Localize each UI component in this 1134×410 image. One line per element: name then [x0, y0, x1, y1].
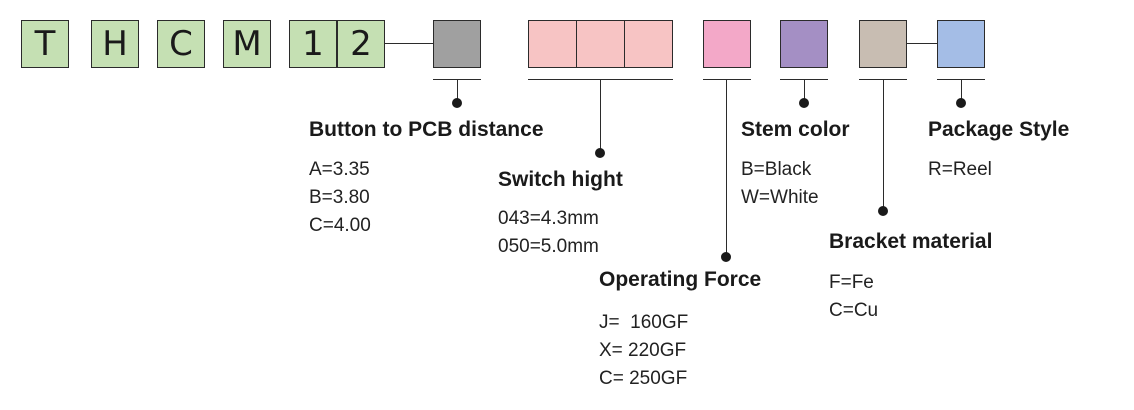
- distance-title: Button to PCB distance: [309, 118, 544, 141]
- distance-code-box: [433, 20, 481, 68]
- operating-force-title: Operating Force: [599, 268, 762, 291]
- stem-color-title: Stem color: [741, 118, 850, 141]
- switch-height-option: 050=5.0mm: [498, 236, 599, 257]
- bracket-leader: [883, 80, 885, 211]
- operating-force-code-box: [703, 20, 751, 68]
- bracket-option: F=Fe: [829, 272, 874, 293]
- distance-option: B=3.80: [309, 187, 370, 208]
- stem-color-option: B=Black: [741, 159, 812, 180]
- package-dot: [956, 98, 966, 108]
- prefix-letter: T: [34, 24, 56, 64]
- package-underline: [937, 79, 985, 81]
- switch-height-leader: [600, 80, 602, 152]
- operating-force-dot: [721, 252, 731, 262]
- package-option: R=Reel: [928, 159, 992, 180]
- bracket-dot: [878, 206, 888, 216]
- stem-color-dot: [799, 98, 809, 108]
- operating-force-leader: [726, 80, 728, 257]
- prefix-letter: 1: [302, 24, 324, 64]
- operating-force-option: C= 250GF: [599, 368, 688, 389]
- operating-force-underline: [703, 79, 751, 81]
- distance-dot: [452, 98, 462, 108]
- distance-leader: [457, 80, 459, 102]
- stem-color-code-box: [780, 20, 828, 68]
- switch-height-dot: [595, 148, 605, 158]
- stem-color-leader: [804, 80, 806, 102]
- prefix-letter: C: [169, 24, 193, 64]
- distance-option: C=4.00: [309, 215, 371, 236]
- distance-option: A=3.35: [309, 159, 370, 180]
- switch-height-title: Switch hight: [498, 168, 623, 191]
- prefix-box-h: H: [91, 20, 139, 68]
- prefix-box-2: 2: [337, 20, 385, 68]
- prefix-letter: H: [102, 24, 128, 64]
- bracket-option: C=Cu: [829, 300, 879, 321]
- prefix-box-m: M: [223, 20, 271, 68]
- stem-color-underline: [780, 79, 828, 81]
- switch-height-code-box-1: [528, 20, 577, 68]
- connector-line: [907, 43, 937, 45]
- prefix-box-1: 1: [289, 20, 337, 68]
- switch-height-code-box-2: [576, 20, 625, 68]
- bracket-underline: [859, 79, 907, 81]
- stem-color-option: W=White: [741, 187, 819, 208]
- connector-line: [385, 43, 433, 45]
- package-title: Package Style: [928, 118, 1070, 141]
- bracket-title: Bracket material: [829, 230, 993, 253]
- prefix-box-t: T: [21, 20, 69, 68]
- switch-height-option: 043=4.3mm: [498, 208, 599, 229]
- operating-force-option: J= 160GF: [599, 312, 689, 333]
- prefix-letter: M: [232, 24, 262, 64]
- package-leader: [961, 80, 963, 102]
- operating-force-option: X= 220GF: [599, 340, 687, 361]
- switch-height-underline: [528, 79, 673, 81]
- bracket-code-box: [859, 20, 907, 68]
- prefix-letter: 2: [350, 24, 372, 64]
- package-code-box: [937, 20, 985, 68]
- distance-underline: [433, 79, 481, 81]
- prefix-box-c: C: [157, 20, 205, 68]
- switch-height-code-box-3: [624, 20, 673, 68]
